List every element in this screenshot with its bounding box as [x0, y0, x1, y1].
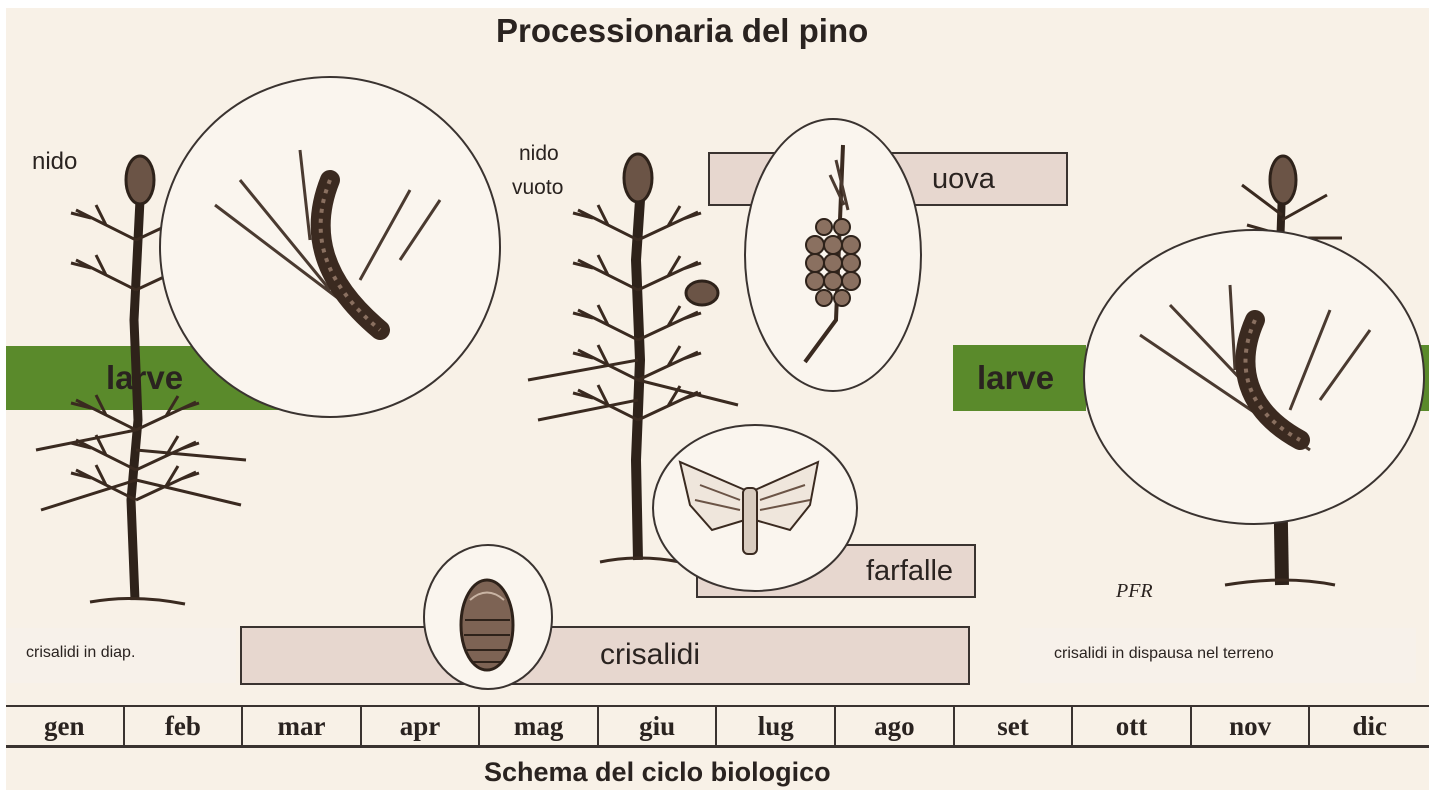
month-set: set [955, 707, 1074, 745]
nido-vuoto-label-1: nido [519, 142, 559, 165]
month-apr: apr [362, 707, 481, 745]
moth-icon [652, 424, 858, 592]
crisalidi-dispausa-label: crisalidi in dispausa nel terreno [1054, 645, 1274, 662]
month-feb: feb [125, 707, 244, 745]
artist-signature: PFR [1116, 580, 1153, 602]
tree-icon [35, 154, 247, 606]
nido-vuoto-label-2: vuoto [512, 176, 564, 199]
tree-icon [527, 152, 739, 564]
caterpillar-icon [1083, 229, 1425, 525]
uova-label: uova [932, 163, 995, 195]
farfalle-label: farfalle [866, 555, 954, 587]
crisalidi-dispausa-bar [1020, 628, 1416, 683]
month-mag: mag [480, 707, 599, 745]
month-lug: lug [718, 707, 837, 745]
larve-bar-right [953, 345, 1086, 411]
nest-icon [124, 154, 156, 206]
month-timeline-bottom [6, 745, 1429, 748]
month-ott: ott [1073, 707, 1192, 745]
larve-label-right: larve [977, 359, 1055, 396]
crisalidi-diap-bar [6, 628, 236, 683]
month-nov: nov [1192, 707, 1311, 745]
larve-label-left: larve [106, 359, 184, 396]
month-dic: dic [1352, 710, 1387, 741]
crisalidi-bar [240, 626, 970, 685]
nido-label: nido [32, 148, 78, 175]
month-ago: ago [836, 707, 955, 745]
diagram-footer: Schema del ciclo biologico [484, 757, 831, 787]
nest-icon [622, 152, 654, 204]
month-timeline [6, 705, 1429, 707]
diagram-title: Processionaria del pino [496, 12, 869, 49]
crisalidi-label: crisalidi [600, 638, 701, 671]
month-mar: mar [243, 707, 362, 745]
nest-icon [1268, 154, 1298, 206]
month-giu: giu [599, 707, 718, 745]
pupa-icon [423, 544, 553, 690]
month-gen: gen [6, 707, 125, 745]
egg-cluster-icon [744, 118, 922, 392]
caterpillar-icon [159, 76, 501, 418]
crisalidi-diap-label: crisalidi in diap. [26, 644, 136, 661]
